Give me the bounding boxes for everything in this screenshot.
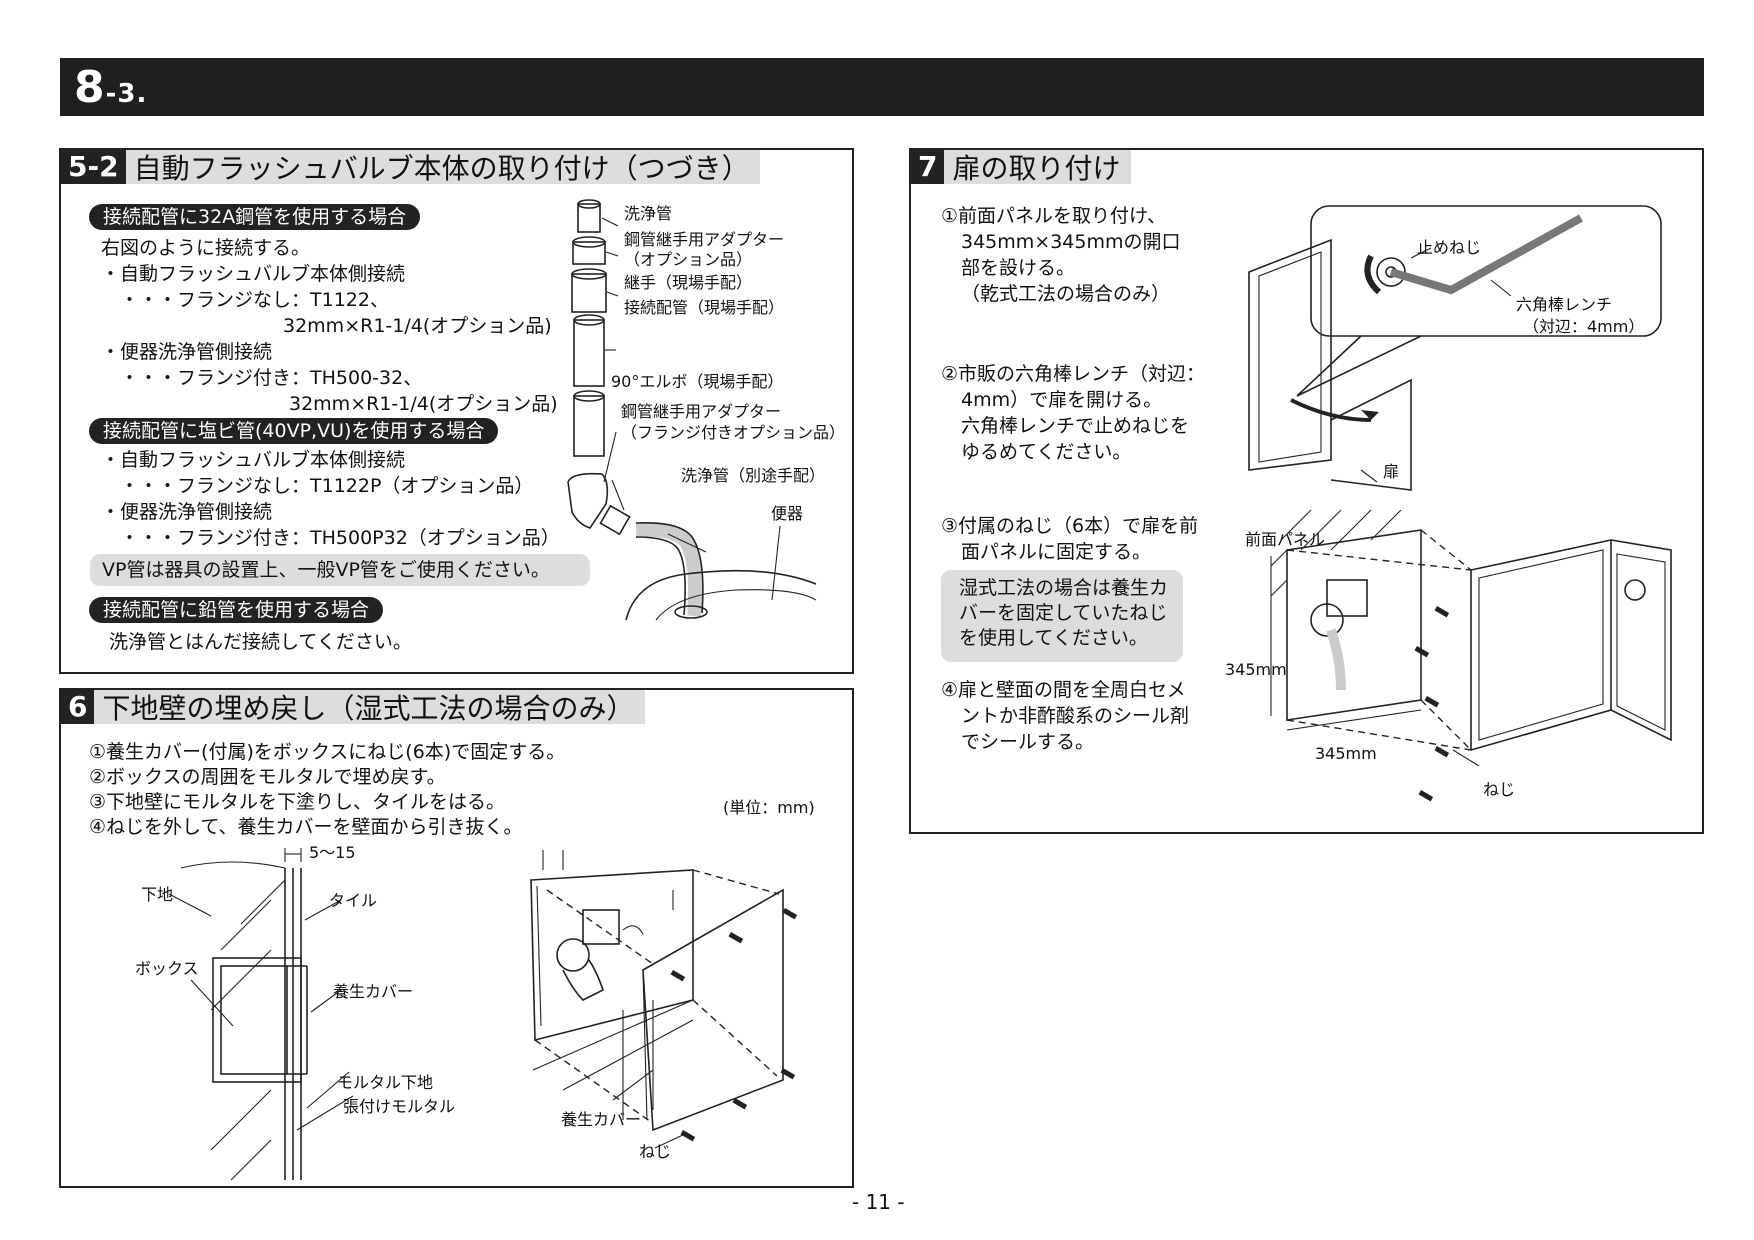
page-number: - 11 - xyxy=(852,1190,905,1214)
diagram-label: 養生カバー xyxy=(333,982,414,1001)
dimension-label: 345mm xyxy=(1225,660,1287,679)
diagram-label: 六角棒レンチ xyxy=(1516,295,1613,314)
dimension-label: 345mm xyxy=(1315,744,1377,763)
door-fixing-diagram xyxy=(1270,509,1672,802)
diagram-label: （オプション品） xyxy=(624,250,753,269)
text-line: 32mm×R1-1/4(オプション品) xyxy=(289,393,558,415)
text-line: 右図のように接続する。 xyxy=(101,237,311,259)
diagram-label: 養生カバー xyxy=(561,1110,642,1129)
text-line: ・自動フラッシュバルブ本体側接続 xyxy=(101,449,406,471)
section-6-heading: 6 下地壁の埋め戻し（湿式工法の場合のみ） xyxy=(61,690,645,725)
pipe-connection-diagram xyxy=(567,199,817,621)
text-line: ・・・フランジ付き：TH500P32（オプション品） xyxy=(101,527,560,549)
cover-mounting-diagram xyxy=(530,850,798,1149)
text-line: 洗浄管とはんだ接続してください。 xyxy=(109,631,412,653)
step-text: 面パネルに固定する。 xyxy=(961,541,1152,563)
diagram-label: 洗浄管 xyxy=(624,204,673,223)
wall-section-diagram xyxy=(168,848,354,1181)
step-text: 345mm×345mmの開口 xyxy=(961,231,1181,253)
step-text: ゆるめてください。 xyxy=(961,441,1132,463)
diagram-label: （フランジ付きオプション品） xyxy=(621,423,846,442)
steel-pipe-pill: 接続配管に32A鋼管を使用する場合 xyxy=(89,204,421,230)
step-text: ①前面パネルを取り付け、 xyxy=(941,205,1167,227)
page-header-bar: 8-3. xyxy=(60,58,1704,116)
diagram-label: ボックス xyxy=(135,959,199,978)
text-line: 32mm×R1-1/4(オプション品) xyxy=(283,315,552,337)
step-text: ①養生カバー(付属)をボックスにねじ(6本)で固定する。 xyxy=(89,741,566,763)
pvc-pipe-pill: 接続配管に塩ビ管(40VP,VU)を使用する場合 xyxy=(89,418,499,444)
diagram-label: 張付けモルタル xyxy=(343,1097,456,1116)
diagram-label: タイル xyxy=(329,891,378,910)
step-text: （乾式工法の場合のみ） xyxy=(961,283,1171,305)
text-line: ・・・フランジなし：T1122P（オプション品） xyxy=(101,475,534,497)
diagram-label: （対辺：4mm） xyxy=(1523,317,1645,336)
dimension-label: 5～15 xyxy=(309,843,356,862)
text-line: ・便器洗浄管側接続 xyxy=(101,501,273,523)
step-text: ③下地壁にモルタルを下塗りし、タイルをはる。 xyxy=(89,791,506,813)
section-7-heading: 7 扉の取り付け xyxy=(911,150,1131,185)
diagram-label: 鋼管継手用アダプター xyxy=(624,230,785,249)
diagram-label: 接続配管（現場手配） xyxy=(624,298,785,317)
unit-label: (単位：mm) xyxy=(723,798,815,817)
step-text: 部を設ける。 xyxy=(961,257,1076,279)
step-text: でシールする。 xyxy=(961,731,1095,753)
section-7-panel: 7 扉の取り付け ①前面パネルを取り付け、 345mm×345mmの開口 部を設… xyxy=(909,148,1704,834)
text-line: ・・・フランジ付き：TH500-32、 xyxy=(101,367,423,389)
step-text: ④扉と壁面の間を全周白セメ xyxy=(941,679,1186,701)
diagram-label: 下地 xyxy=(141,885,174,904)
vp-note: VP管は器具の設置上、一般VP管をご使用ください。 xyxy=(90,554,590,586)
section-heading: 8-3. xyxy=(74,62,148,113)
diagram-label: 継手（現場手配） xyxy=(624,273,753,292)
section-5-2-heading: 5-2 自動フラッシュバルブ本体の取り付け（つづき） xyxy=(61,150,760,185)
lead-pipe-pill: 接続配管に鉛管を使用する場合 xyxy=(89,597,384,623)
diagram-label: ねじ xyxy=(1483,780,1516,799)
diagram-label: ねじ xyxy=(639,1142,672,1161)
text-line: ・便器洗浄管側接続 xyxy=(101,341,273,363)
diagram-label: モルタル下地 xyxy=(337,1073,434,1092)
diagram-label: 便器 xyxy=(771,504,804,523)
step-text: ントか非酢酸系のシール剤 xyxy=(961,705,1190,727)
diagram-label: 90°エルボ（現場手配） xyxy=(611,372,784,391)
section-6-panel: 6 下地壁の埋め戻し（湿式工法の場合のみ） ①養生カバー(付属)をボックスにねじ… xyxy=(59,688,854,1188)
wet-method-note: 湿式工法の場合は養生カ バーを固定していたねじ を使用してください。 xyxy=(941,570,1183,662)
diagram-label: 前面パネル xyxy=(1245,530,1326,549)
step-text: 六角棒レンチで止めねじを xyxy=(961,415,1190,437)
step-text: 4mm）で扉を開ける。 xyxy=(961,389,1163,411)
step-text: ②市販の六角棒レンチ（対辺： xyxy=(941,363,1206,385)
step-text: ②ボックスの周囲をモルタルで埋め戻す。 xyxy=(89,766,446,788)
section-5-2-panel: 5-2 自動フラッシュバルブ本体の取り付け（つづき） 接続配管に32A鋼管を使用… xyxy=(59,148,854,674)
diagram-label: 洗浄管（別途手配） xyxy=(681,466,826,485)
diagram-label: 鋼管継手用アダプター xyxy=(621,402,782,421)
diagram-label: 止めねじ xyxy=(1417,238,1482,257)
diagram-label: 扉 xyxy=(1383,462,1400,481)
step-text: ③付属のねじ（6本）で扉を前 xyxy=(941,515,1199,537)
text-line: ・自動フラッシュバルブ本体側接続 xyxy=(101,263,406,285)
step-text: ④ねじを外して、養生カバーを壁面から引き抜く。 xyxy=(89,816,523,838)
text-line: ・・・フランジなし：T1122、 xyxy=(101,289,389,311)
door-opening-diagram xyxy=(1248,205,1662,491)
